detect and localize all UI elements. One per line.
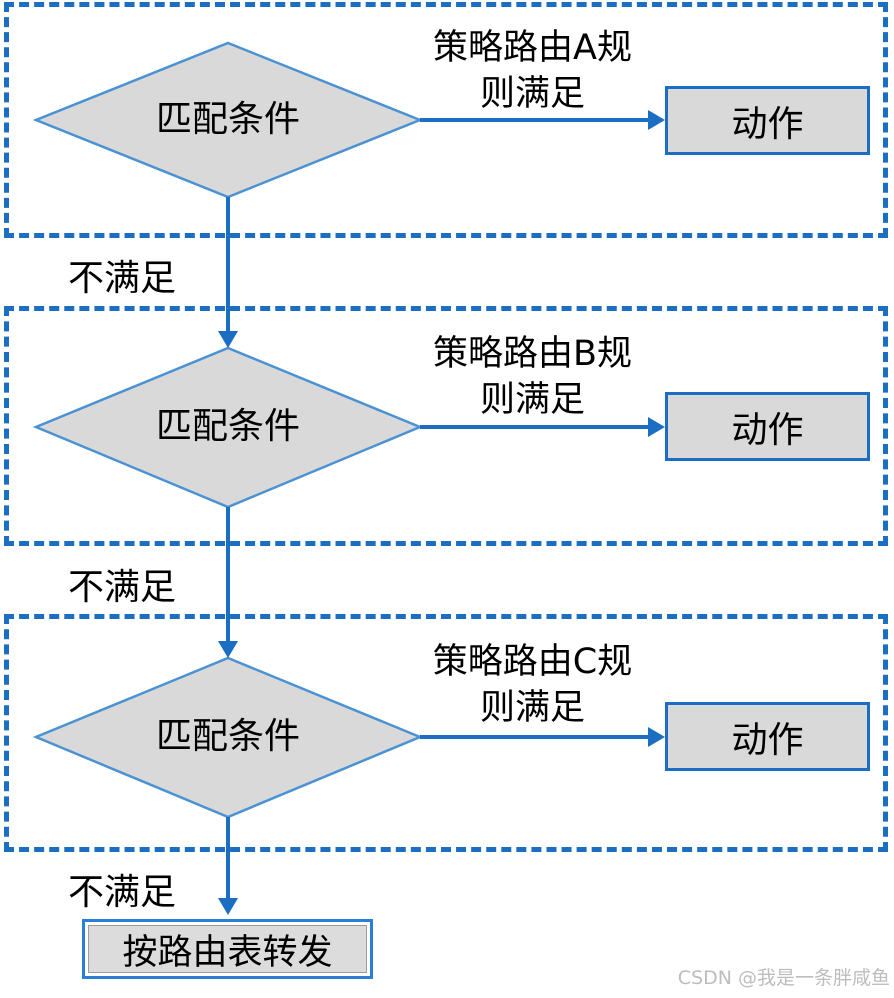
rule-satisfied-label-a-line1: 策略路由A规 [433, 28, 632, 68]
condition-label-c: 匹配条件 [155, 716, 300, 757]
arrowhead-c-to-final [218, 898, 238, 915]
rule-satisfied-label-c-line1: 策略路由C规 [432, 642, 633, 682]
routing-table-forward-box: 按路由表转发 [82, 919, 373, 979]
no-match-label-c: 不满足 [68, 872, 177, 913]
csdn-watermark: CSDN @我是一条胖咸鱼 [677, 967, 890, 989]
condition-label-b: 匹配条件 [155, 406, 300, 447]
action-box-b: 动作 [665, 392, 870, 461]
no-match-label-b: 不满足 [68, 567, 177, 608]
rule-zone-a [4, 2, 888, 238]
rule-zone-b [4, 306, 888, 546]
condition-label-a: 匹配条件 [155, 99, 300, 140]
rule-satisfied-label-c: 策略路由C规 则满足 [400, 639, 665, 731]
no-match-label-a: 不满足 [68, 258, 177, 299]
rule-satisfied-label-a-line2: 则满足 [479, 74, 585, 114]
rule-satisfied-label-b: 策略路由B规 则满足 [400, 331, 665, 423]
rule-satisfied-label-b-line2: 则满足 [479, 380, 585, 420]
rule-zone-c [4, 614, 888, 852]
rule-satisfied-label-a: 策略路由A规 则满足 [400, 25, 665, 117]
rule-satisfied-label-b-line1: 策略路由B规 [432, 334, 632, 374]
rule-satisfied-label-c-line2: 则满足 [479, 688, 585, 728]
action-box-c: 动作 [665, 702, 870, 771]
action-box-a: 动作 [665, 86, 870, 155]
